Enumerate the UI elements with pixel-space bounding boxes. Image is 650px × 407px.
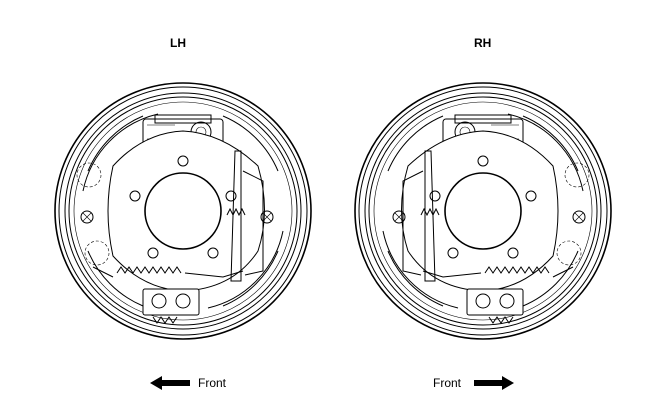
backing-plate [54,82,312,340]
arrow-right-icon [474,376,514,390]
brake-shoe-lining [82,113,284,309]
lh-label: LH [170,36,186,50]
brake-shoe-lining [382,113,584,309]
hub-flange [401,130,559,292]
backing-plate [354,82,612,340]
parking-brake-lever [226,150,264,282]
rh-brake-assembly [354,82,612,340]
front-label-right: Front [433,376,462,390]
anchor-block [466,288,524,324]
front-label-left: Front [198,376,227,390]
arrow-left-icon [150,376,190,390]
shoe-hold-down-pins [76,162,274,266]
adjuster-spring-lower [422,266,574,278]
anchor-block [142,288,200,324]
hub-flange [107,130,265,292]
parking-brake-lever [402,150,440,282]
lh-brake-assembly [54,82,312,340]
adjuster-spring-lower [92,266,244,278]
shoe-hold-down-pins [392,162,590,266]
rh-label: RH [474,36,492,50]
